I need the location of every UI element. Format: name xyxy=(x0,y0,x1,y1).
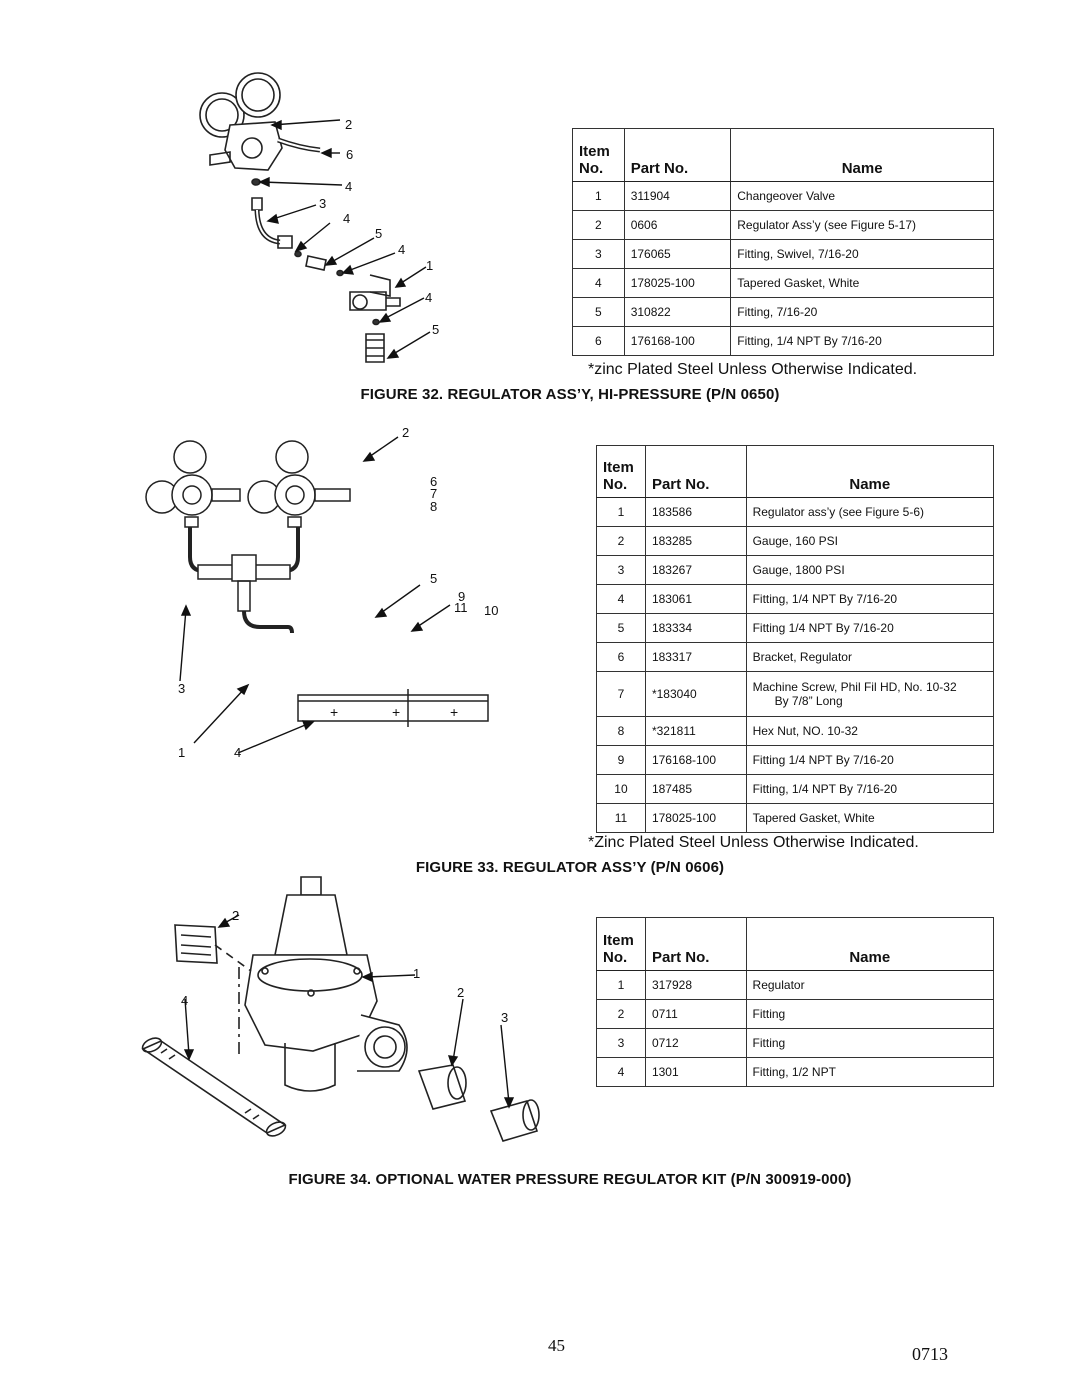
part-no-header: Part No. xyxy=(644,917,747,971)
name-header: Name xyxy=(730,128,994,182)
fig33-callout: 11 xyxy=(454,600,468,615)
fig32-callout: 5 xyxy=(375,226,382,241)
fig32-callout: 4 xyxy=(425,290,432,305)
fig32-callout: 4 xyxy=(345,179,352,194)
svg-text:+: + xyxy=(330,704,338,720)
part-no-header: Part No. xyxy=(644,445,747,498)
fig33-callout: 3 xyxy=(178,681,185,696)
fig33-callout: 2 xyxy=(402,425,409,440)
fig34-callout: 2 xyxy=(232,908,239,923)
fig33-callout: 10 xyxy=(484,603,498,618)
fig32-callout: 3 xyxy=(319,196,326,211)
fig32-callout: 4 xyxy=(343,211,350,226)
fig33-callout: 7 xyxy=(430,486,437,501)
figure33-caption: FIGURE 33. REGULATOR ASS’Y (P/N 0606) xyxy=(415,859,725,876)
fig34-callout: 4 xyxy=(181,993,188,1008)
document-code: 0713 xyxy=(912,1344,948,1364)
fig32-callout: 2 xyxy=(345,117,352,132)
page-number: 45 xyxy=(548,1336,565,1355)
fig33-callout: 5 xyxy=(430,571,437,586)
figure32-drawing: 2 6 4 3 4 5 4 1 4 5 xyxy=(199,72,439,363)
fig33-callout: 1 xyxy=(178,745,185,760)
svg-text:+: + xyxy=(450,704,458,720)
fig32-callout: 4 xyxy=(398,242,405,257)
part-no-header: Part No. xyxy=(623,128,732,182)
figure32-caption: FIGURE 32. REGULATOR ASS’Y, HI-PRESSURE … xyxy=(360,386,780,403)
fig32-callout: 5 xyxy=(432,322,439,337)
name-header: Name xyxy=(745,917,995,971)
fig32-callout: 1 xyxy=(426,258,433,273)
figure33-note: *Zinc Plated Steel Unless Otherwise Indi… xyxy=(588,834,919,851)
fig33-callout: 6 xyxy=(430,474,437,489)
fig34-callout: 1 xyxy=(413,966,420,981)
svg-text:+: + xyxy=(392,704,400,720)
figure32-note: *zinc Plated Steel Unless Otherwise Indi… xyxy=(588,361,918,378)
fig33-callout: 8 xyxy=(430,499,437,514)
fig33-callout: 9 xyxy=(458,589,465,604)
fig34-callout: 3 xyxy=(501,1010,508,1025)
fig34-callout: 2 xyxy=(457,985,464,1000)
figure33-drawing: + + + 2 6 7 8 5 9 11 10 3 1 4 xyxy=(145,425,498,760)
figure34-caption: FIGURE 34. OPTIONAL WATER PRESSURE REGUL… xyxy=(288,1171,852,1188)
fig33-callout: 4 xyxy=(234,745,241,760)
fig32-callout: 6 xyxy=(346,147,353,162)
name-header: Name xyxy=(745,445,995,498)
figure34-drawing: 2 1 4 2 3 xyxy=(141,876,540,1142)
